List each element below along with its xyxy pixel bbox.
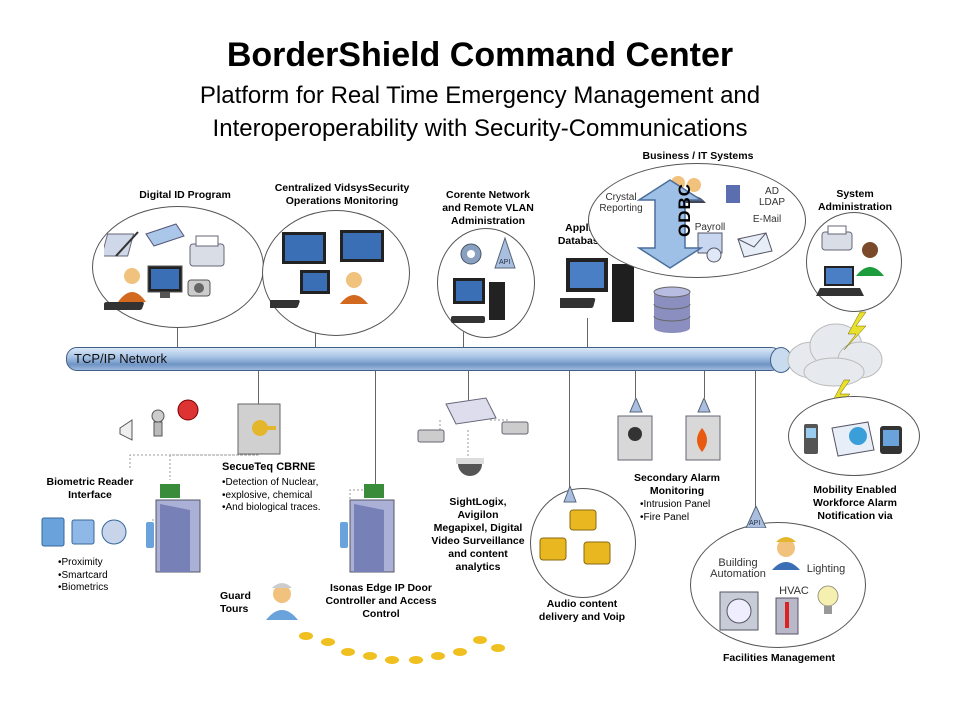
connector-line bbox=[569, 370, 570, 490]
biometric-icons bbox=[41, 517, 127, 547]
lighting-label: Lighting bbox=[806, 563, 846, 575]
connector-line bbox=[468, 370, 469, 400]
sightlogix-label: SightLogix, Avigilon Megapixel, Digital … bbox=[431, 496, 525, 573]
page-title: BorderShield Command Center bbox=[226, 36, 734, 74]
odbc-arrow bbox=[637, 179, 703, 269]
connector-line bbox=[755, 370, 756, 510]
audio-icons bbox=[539, 486, 611, 565]
odbc-label: ODBC bbox=[675, 182, 694, 238]
building-automation-label: Building Automation bbox=[710, 557, 766, 580]
facilities-icons bbox=[719, 537, 839, 635]
audio-label: Audio content delivery and Voip bbox=[538, 598, 626, 623]
guard-icon bbox=[266, 583, 298, 620]
secondary-alarm-item: Intrusion Panel bbox=[640, 499, 711, 512]
corente-icons: API bbox=[451, 236, 516, 323]
vidsys-ellipse bbox=[262, 210, 410, 336]
sysadmin-icons bbox=[816, 225, 884, 296]
digital-id-label: Digital ID Program bbox=[139, 189, 231, 201]
biometric-list: Proximity Smartcard Biometrics bbox=[58, 557, 109, 595]
isonas-door-icon bbox=[340, 484, 395, 573]
corente-label: Corente Network and Remote VLAN Administ… bbox=[442, 189, 534, 227]
email-label: E-Mail bbox=[752, 214, 782, 225]
vidsys-icons bbox=[270, 230, 384, 308]
secueteq-list: Detection of Nuclear, explosive, chemica… bbox=[222, 477, 321, 515]
biometric-item: Smartcard bbox=[58, 570, 108, 583]
facilities-label: Facilities Management bbox=[722, 652, 836, 664]
tcpip-network-bus bbox=[66, 347, 782, 371]
safe-key-icon bbox=[237, 403, 281, 455]
secueteq-item: And biological traces. bbox=[222, 502, 321, 515]
database-icon bbox=[653, 286, 691, 333]
secueteq-item: Detection of Nuclear, bbox=[222, 477, 321, 490]
mobility-icons bbox=[804, 421, 902, 457]
door-icon bbox=[146, 484, 201, 573]
connector-line bbox=[258, 370, 259, 430]
adldap-label: AD LDAP bbox=[758, 186, 786, 208]
connector-line bbox=[177, 314, 178, 348]
app-server-icons bbox=[560, 258, 634, 322]
tcpip-network-label: TCP/IP Network bbox=[74, 351, 167, 366]
sysadmin-label: System Administration bbox=[817, 188, 893, 213]
svg-text:API: API bbox=[749, 520, 760, 527]
secueteq-label: SecueTeq CBRNE bbox=[222, 461, 316, 473]
connector-line bbox=[635, 370, 636, 398]
crystal-reporting-label: Crystal Reporting bbox=[599, 192, 643, 214]
connector-line bbox=[587, 318, 588, 348]
connector-line bbox=[375, 370, 376, 490]
secondary-alarm-label: Secondary Alarm Monitoring bbox=[634, 472, 720, 497]
isonas-label: Isonas Edge IP Door Controller and Acces… bbox=[325, 582, 437, 620]
camera-icons bbox=[417, 397, 529, 476]
connector-line bbox=[463, 332, 464, 348]
connector-line bbox=[704, 370, 705, 398]
subtitle-line-2: Interoperoperability with Security-Commu… bbox=[212, 115, 748, 142]
subtitle-line-1: Platform for Real Time Emergency Managem… bbox=[199, 82, 761, 109]
biometric-label: Biometric Reader Interface bbox=[46, 476, 134, 501]
vidsys-label: Centralized VidsysSecurity Operations Mo… bbox=[274, 182, 410, 207]
guard-tours-label: Guard Tours bbox=[220, 590, 251, 615]
mobility-label: Mobility Enabled Workforce Alarm Notific… bbox=[812, 484, 898, 522]
business-label: Business / IT Systems bbox=[642, 150, 754, 162]
secondary-alarm-item: Fire Panel bbox=[640, 512, 710, 525]
secueteq-item: explosive, chemical bbox=[222, 490, 321, 503]
payroll-label: Payroll bbox=[694, 222, 726, 233]
hvac-label: HVAC bbox=[779, 585, 809, 597]
svg-text:API: API bbox=[499, 259, 510, 266]
biometric-item: Proximity bbox=[58, 557, 108, 570]
secondary-alarm-list: Intrusion Panel Fire Panel bbox=[640, 499, 711, 525]
alarm-panel-icons bbox=[617, 398, 721, 461]
footprints bbox=[299, 632, 505, 664]
biometric-item: Biometrics bbox=[58, 582, 109, 595]
digital-id-icons bbox=[104, 223, 225, 310]
api-icon: API bbox=[745, 506, 767, 528]
sensor-icons bbox=[119, 399, 199, 441]
